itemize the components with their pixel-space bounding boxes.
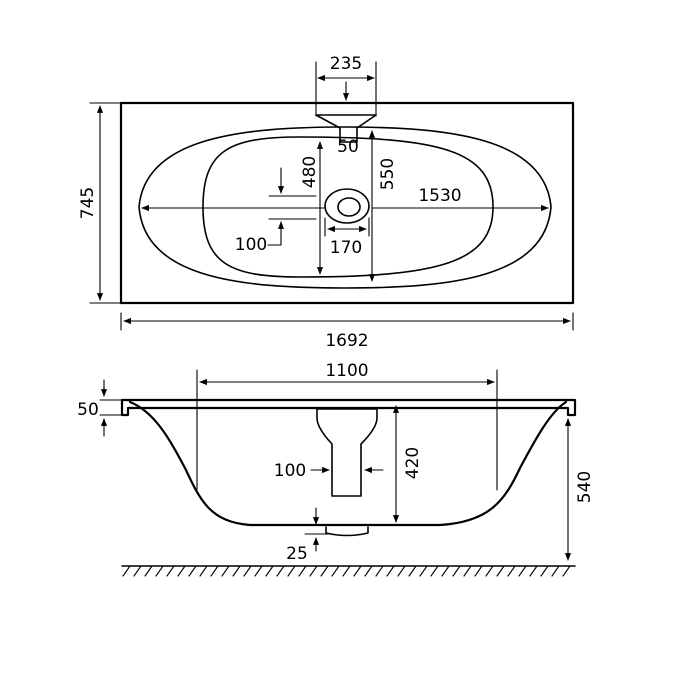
floor-hatch-tick (221, 565, 230, 577)
dim-550-label: 550 (378, 158, 398, 190)
inner-bowl-outline (202, 136, 494, 278)
floor-hatch-tick (375, 565, 384, 577)
dim-420-label: 420 (403, 447, 423, 479)
dim-1692-label: 1692 (325, 331, 368, 351)
bath-outline-rect (119, 101, 575, 305)
floor-hatch-tick (485, 565, 494, 577)
floor-hatch-tick (353, 565, 362, 577)
floor-hatch-tick (386, 565, 395, 577)
floor-hatch-tick (463, 565, 472, 577)
floor-hatch-tick (122, 565, 131, 577)
dim-100-side-label: 100 (274, 461, 306, 481)
rim-outline (120, 398, 577, 417)
floor-hatching (122, 565, 571, 577)
floor-hatch-tick (474, 565, 483, 577)
side-view: 1100 50 100 420 540 25 (77, 361, 595, 577)
floor-hatch-tick (287, 565, 296, 577)
floor-hatch-tick (155, 565, 164, 577)
dim-100-top-label: 100 (235, 235, 267, 255)
floor-hatch-tick (408, 565, 417, 577)
dim-1530-label: 1530 (418, 186, 461, 206)
floor-hatch-tick (309, 565, 318, 577)
floor-hatch-tick (144, 565, 153, 577)
floor-hatch-tick (342, 565, 351, 577)
floor-hatch-tick (177, 565, 186, 577)
floor-hatch-tick (518, 565, 527, 577)
floor-hatch-tick (529, 565, 538, 577)
floor-hatch-tick (452, 565, 461, 577)
floor-hatch-tick (419, 565, 428, 577)
floor-hatch-tick (320, 565, 329, 577)
dim-1100-label: 1100 (325, 361, 368, 381)
floor-hatch-tick (430, 565, 439, 577)
dim-25-label: 25 (286, 544, 308, 564)
waste-outline (325, 526, 369, 537)
waste-outlet-outer (324, 188, 370, 224)
floor-hatch-tick (254, 565, 263, 577)
floor-hatch-tick (276, 565, 285, 577)
dim-540-label: 540 (575, 471, 595, 503)
bowl-outline (128, 400, 568, 527)
dim-50-rim-label: 50 (77, 400, 99, 420)
dim-745-label: 745 (78, 187, 98, 219)
outer-bowl-outline (138, 126, 552, 289)
floor-hatch-tick (507, 565, 516, 577)
floor-hatch-tick (133, 565, 142, 577)
dim-50-top-label: 50 (337, 137, 359, 157)
floor-hatch-tick (364, 565, 373, 577)
floor-hatch-tick (243, 565, 252, 577)
waste-outlet-inner (337, 197, 361, 217)
backrest-outline (316, 408, 378, 497)
dim-480-label: 480 (300, 156, 320, 188)
floor-hatch-tick (441, 565, 450, 577)
floor-hatch-tick (166, 565, 175, 577)
floor-hatch-tick (331, 565, 340, 577)
floor-hatch-tick (551, 565, 560, 577)
floor-hatch-tick (562, 565, 571, 577)
floor-hatch-tick (188, 565, 197, 577)
dim-170-label: 170 (330, 238, 362, 258)
floor-hatch-tick (397, 565, 406, 577)
floor-hatch-tick (210, 565, 219, 577)
floor-hatch-tick (199, 565, 208, 577)
floor-hatch-tick (265, 565, 274, 577)
dim-235-label: 235 (330, 54, 362, 74)
floor-hatch-tick (496, 565, 505, 577)
top-view: 235 50 745 1692 1530 480 550 100 (78, 54, 575, 351)
floor-hatch-tick (232, 565, 241, 577)
floor-hatch-tick (540, 565, 549, 577)
floor-hatch-tick (298, 565, 307, 577)
